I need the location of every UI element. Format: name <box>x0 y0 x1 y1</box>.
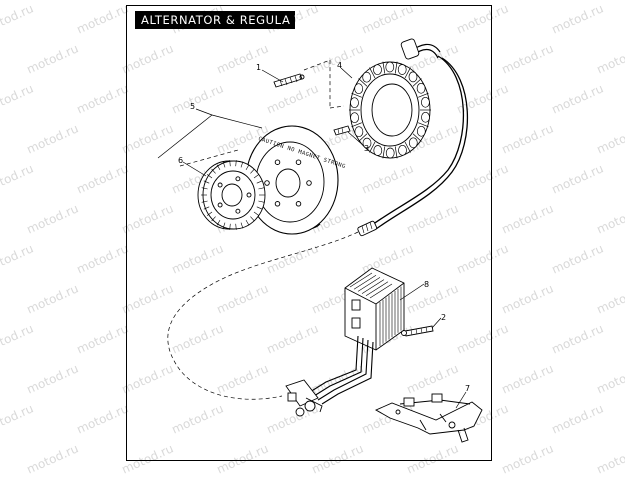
sprocket <box>197 160 266 230</box>
stator <box>349 38 468 237</box>
callout-6: 6 <box>178 156 183 165</box>
callout-1: 1 <box>256 63 261 72</box>
callout-labels: 1 4 5 6 3 8 2 7 <box>178 61 470 393</box>
screw-part-2 <box>401 325 434 337</box>
callout-3: 3 <box>364 144 369 153</box>
leader-lines <box>157 67 467 409</box>
diagram-title: ALTERNATOR & REGULA TOR <box>135 11 320 29</box>
callout-8: 8 <box>424 280 429 289</box>
mounting-bracket <box>374 393 483 443</box>
callout-5: 5 <box>190 102 195 111</box>
assembly-lines <box>167 59 359 400</box>
voltage-regulator <box>285 267 405 417</box>
diagram-frame <box>126 5 492 461</box>
callout-2: 2 <box>441 313 446 322</box>
screw-part-3 <box>333 125 351 136</box>
callout-7: 7 <box>465 384 470 393</box>
screw-part-1 <box>273 73 305 88</box>
callout-4: 4 <box>337 61 342 70</box>
